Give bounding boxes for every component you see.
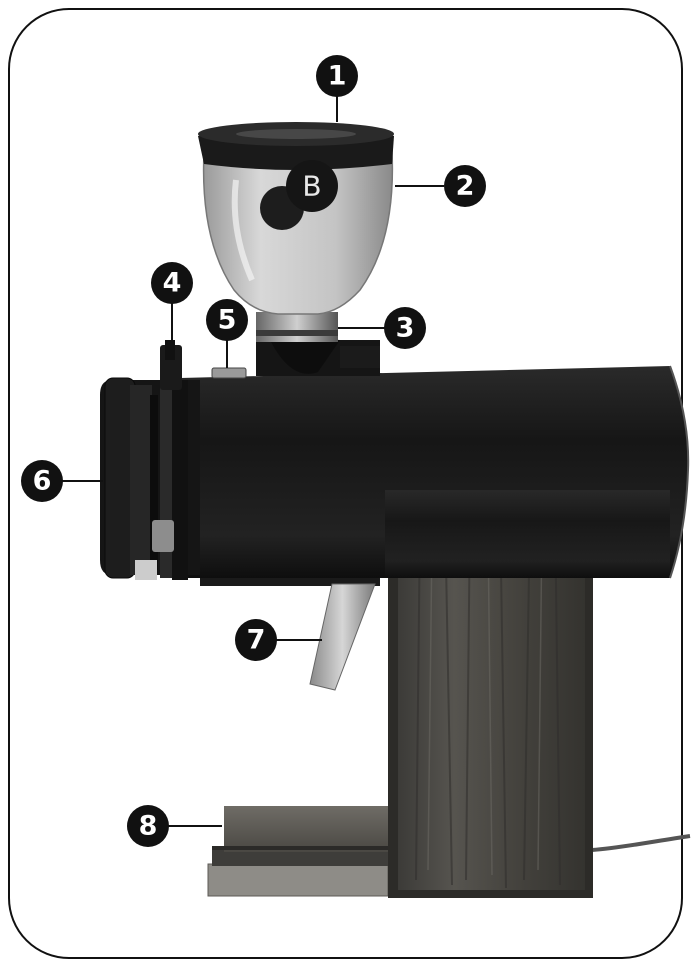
brand-logo-letter: B (302, 170, 321, 203)
callout-5: 5 (206, 299, 248, 341)
svg-text:3: 3 (396, 313, 415, 344)
svg-text:1: 1 (328, 61, 347, 92)
adjustment-ring (100, 377, 200, 580)
callout-8: 8 (127, 805, 169, 847)
drip-tray (207, 806, 389, 897)
svg-text:8: 8 (139, 811, 158, 842)
leader-lines (62, 96, 444, 827)
callout-7: 7 (235, 619, 277, 661)
svg-text:7: 7 (247, 625, 266, 656)
callout-6: 6 (21, 460, 63, 502)
svg-text:4: 4 (163, 268, 182, 299)
callout-3: 3 (384, 307, 426, 349)
power-button (211, 367, 247, 379)
svg-text:6: 6 (33, 466, 52, 497)
hopper-collar (256, 312, 380, 376)
grinder-body (180, 365, 690, 586)
discharge-spout (309, 583, 376, 691)
hopper-lid (198, 122, 394, 170)
callout-2: 2 (444, 165, 486, 207)
power-cord (591, 834, 691, 852)
callout-1: 1 (316, 55, 358, 97)
brand-logo: B (286, 160, 338, 212)
lever (160, 340, 182, 390)
callout-4: 4 (151, 262, 193, 304)
svg-text:5: 5 (218, 305, 237, 336)
svg-text:2: 2 (456, 171, 475, 202)
